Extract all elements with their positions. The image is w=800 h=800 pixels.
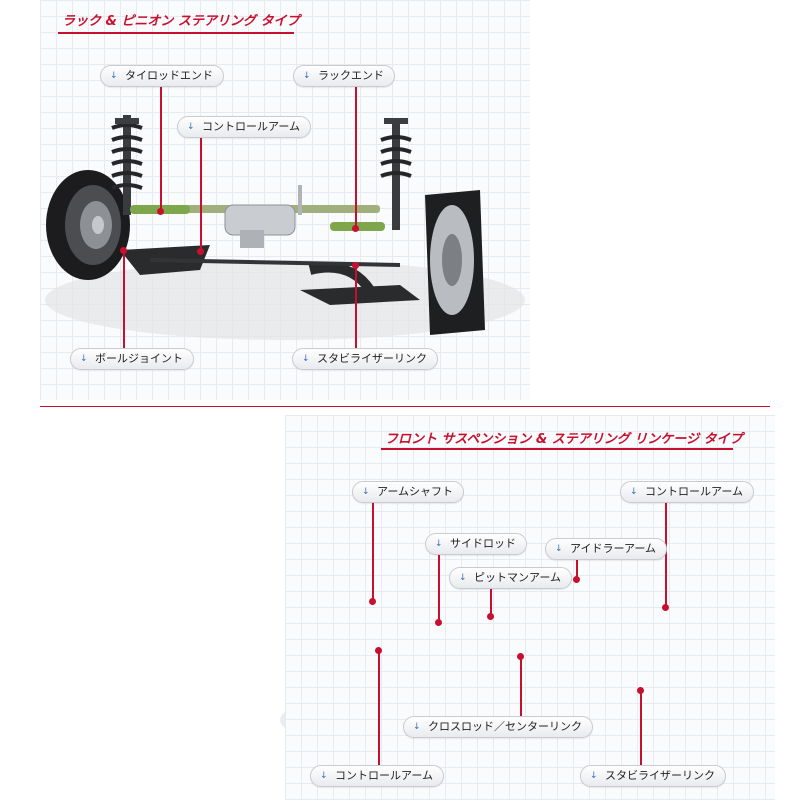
down-arrow-icon: ↓ [362, 487, 370, 497]
leader-pitman-arm [490, 588, 492, 616]
down-arrow-icon: ↓ [435, 539, 443, 549]
marker-control-arm-top [197, 248, 204, 255]
callout-label: コントロールアーム [645, 485, 744, 498]
bottom-diagram-background [285, 415, 775, 800]
down-arrow-icon: ↓ [80, 354, 88, 364]
marker-control-arm-bottom [375, 647, 382, 654]
marker-side-rod [435, 619, 442, 626]
callout-label: コントロールアーム [202, 120, 301, 133]
callout-label: アイドラーアーム [570, 542, 657, 555]
down-arrow-icon: ↓ [555, 544, 563, 554]
callout-cross-rod[interactable]: ↓ クロスロッド／センターリンク [403, 716, 593, 738]
marker-ball-joint [120, 247, 127, 254]
callout-label: ラックエンド [318, 69, 384, 82]
callout-ball-joint[interactable]: ↓ ボールジョイント [70, 348, 194, 370]
leader-control-arm-top [200, 138, 202, 250]
marker-arm-shaft [369, 598, 376, 605]
callout-label: サイドロッド [450, 537, 516, 550]
down-arrow-icon: ↓ [590, 771, 598, 781]
callout-label: スタビライザーリンク [605, 769, 715, 782]
marker-pitman-arm [487, 613, 494, 620]
down-arrow-icon: ↓ [320, 771, 328, 781]
leader-cross-rod [520, 656, 522, 720]
callout-control-arm[interactable]: ↓ コントロールアーム [177, 116, 312, 138]
down-arrow-icon: ↓ [459, 573, 467, 583]
down-arrow-icon: ↓ [302, 354, 310, 364]
front-suspension-title: フロント サスペンション & ステアリング リンケージ タイプ [385, 432, 743, 447]
callout-pitman-arm[interactable]: ↓ ピットマンアーム [449, 567, 573, 589]
callout-label: アームシャフト [377, 485, 454, 498]
marker-tie-rod-end [157, 208, 164, 215]
callout-idler-arm[interactable]: ↓ アイドラーアーム [545, 538, 668, 560]
marker-idler-arm [573, 576, 580, 583]
callout-label: ボールジョイント [95, 352, 183, 365]
down-arrow-icon: ↓ [110, 71, 118, 81]
callout-arm-shaft[interactable]: ↓ アームシャフト [352, 481, 465, 503]
callout-stabilizer-link[interactable]: ↓ スタビライザーリンク [292, 348, 438, 370]
left-tire [46, 170, 130, 280]
down-arrow-icon: ↓ [413, 722, 421, 732]
callout-tie-rod-end[interactable]: ↓ タイロッドエンド [100, 65, 224, 87]
section-divider [40, 406, 770, 407]
marker-cross-rod [517, 653, 524, 660]
callout-stabilizer-link-bottom[interactable]: ↓ スタビライザーリンク [580, 765, 726, 787]
right-brake-disc [425, 190, 485, 335]
leader-stabilizer-link-bottom [640, 690, 642, 767]
marker-stabilizer-link-top [352, 262, 359, 269]
leader-ball-joint [123, 250, 125, 348]
callout-label: コントロールアーム [335, 769, 434, 782]
leader-tie-rod-end [160, 86, 162, 211]
down-arrow-icon: ↓ [303, 71, 311, 81]
leader-idler-arm [576, 559, 578, 579]
front-suspension-title-underline [381, 448, 733, 450]
rack-pinion-assembly [45, 115, 525, 340]
down-arrow-icon: ↓ [630, 487, 638, 497]
marker-rack-end [352, 225, 359, 232]
leader-side-rod [438, 554, 440, 622]
marker-control-arm-top-right [662, 604, 669, 611]
callout-label: スタビライザーリンク [317, 352, 427, 365]
leader-stabilizer-link-top [355, 265, 357, 348]
rack-pinion-title: ラック & ピニオン ステアリング タイプ [62, 14, 300, 29]
callout-label: ピットマンアーム [474, 571, 562, 584]
leader-rack-end [355, 86, 357, 228]
leader-control-arm-bottom [378, 650, 380, 767]
rack-pinion-title-underline [58, 32, 294, 34]
callout-rack-end[interactable]: ↓ ラックエンド [293, 65, 395, 87]
marker-stabilizer-link-bottom [637, 687, 644, 694]
leader-arm-shaft [372, 502, 374, 602]
leader-control-arm-top-right [665, 502, 667, 607]
callout-label: タイロッドエンド [125, 69, 213, 82]
callout-control-arm-bottom[interactable]: ↓ コントロールアーム [310, 765, 445, 787]
callout-side-rod[interactable]: ↓ サイドロッド [425, 533, 527, 555]
callout-label: クロスロッド／センターリンク [428, 720, 582, 733]
down-arrow-icon: ↓ [187, 122, 195, 132]
callout-control-arm-top[interactable]: ↓ コントロールアーム [620, 481, 755, 503]
